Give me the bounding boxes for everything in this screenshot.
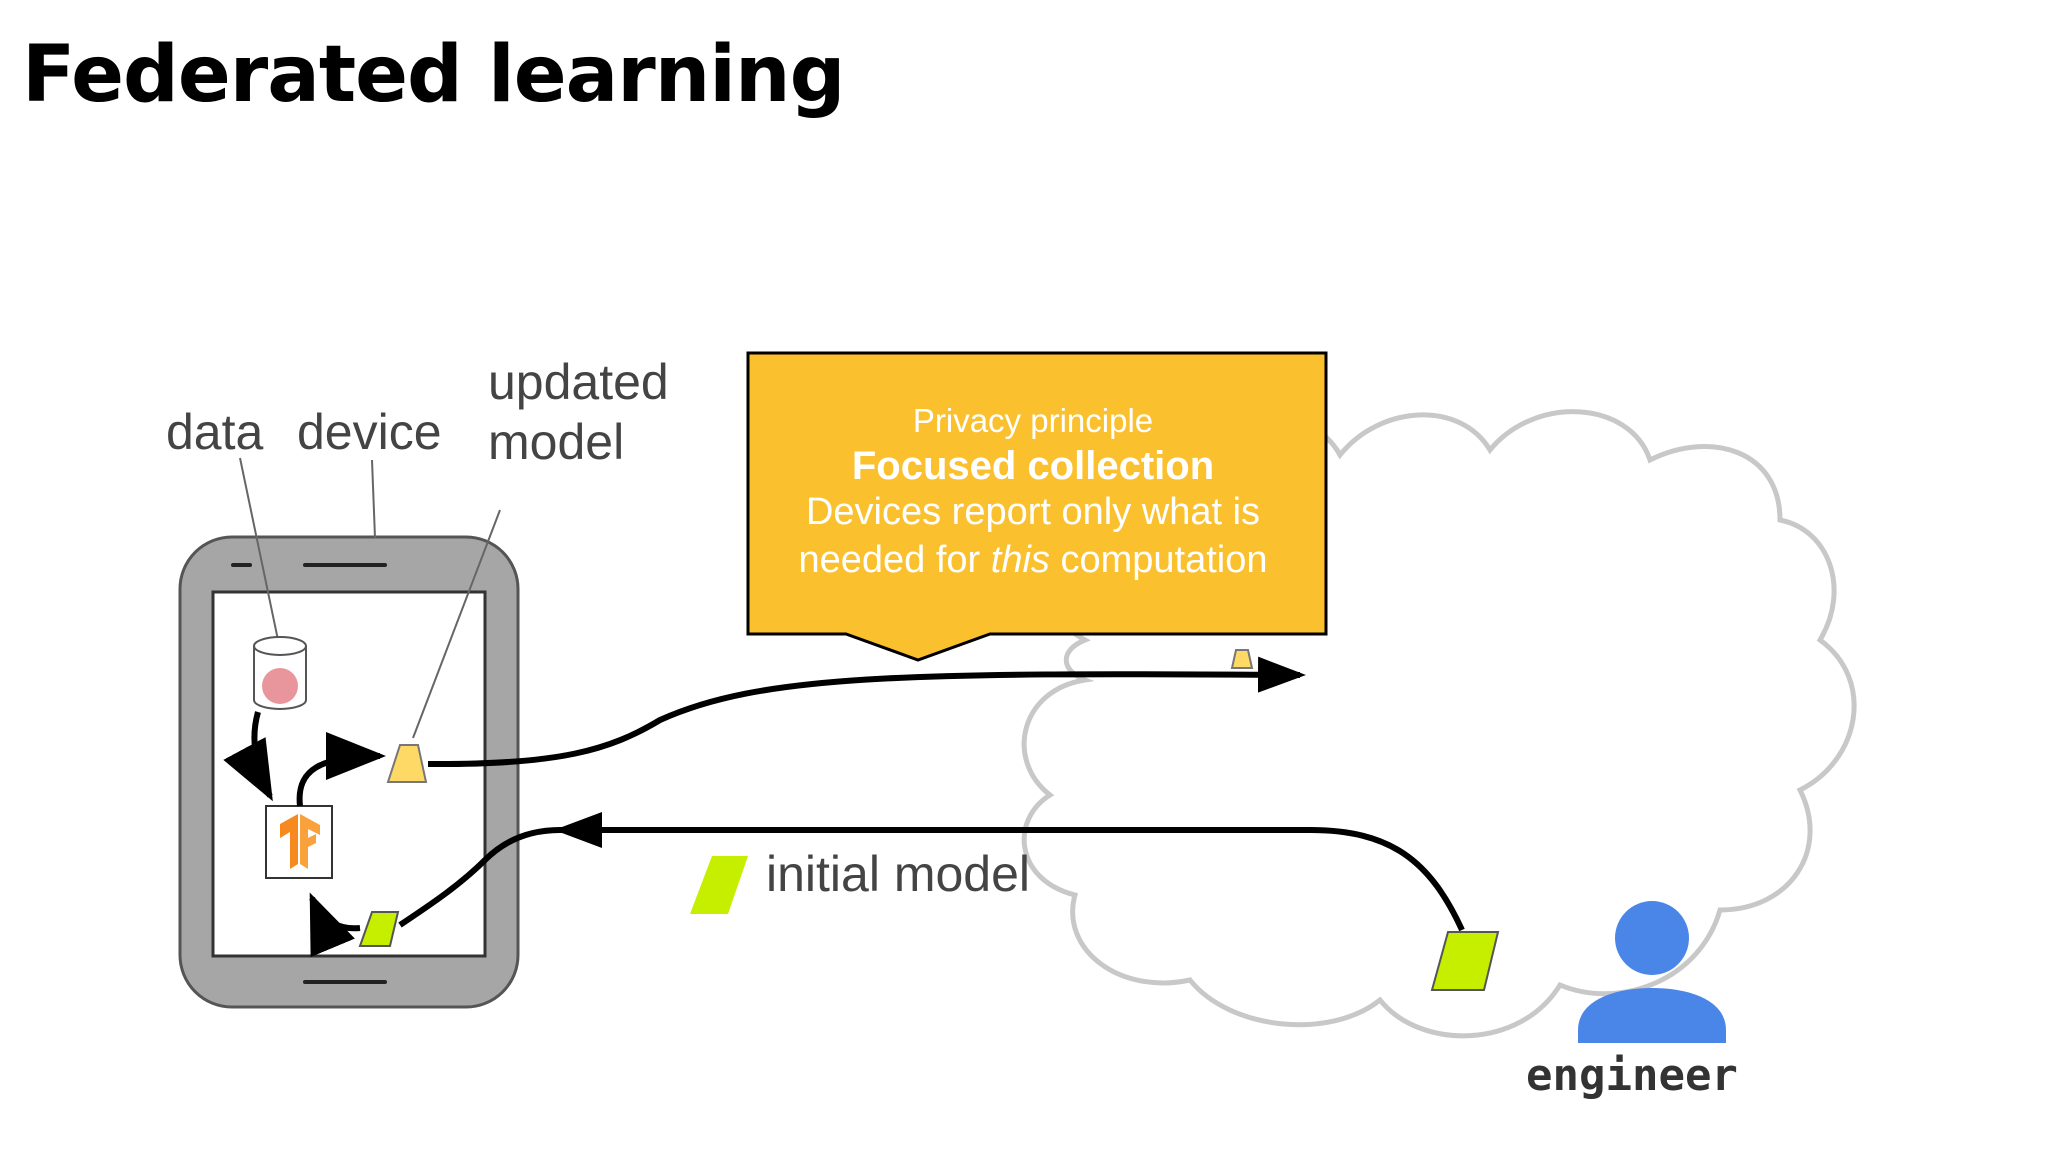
initial-model-on-device — [358, 911, 400, 947]
callout-heading: Focused collection — [851, 444, 1215, 488]
database-icon — [253, 636, 307, 710]
callout-text: Privacy principle Focused collection Dev… — [746, 352, 1320, 634]
data-leader-line — [239, 457, 279, 641]
initial-model-in-cloud — [1430, 931, 1500, 991]
arrow-initial-to-model — [309, 892, 361, 958]
arrow-data-to-model — [223, 711, 273, 802]
initial-model-legend-swatch — [690, 856, 748, 914]
arrow-model-to-update — [296, 732, 386, 807]
callout-body-emphasis: this — [990, 538, 1050, 581]
label-data: data — [166, 404, 264, 460]
callout-box — [746, 351, 1328, 662]
device-phone — [178, 535, 520, 1009]
user-icon — [1578, 901, 1726, 1043]
arrow-initial-model-to-device — [554, 812, 1465, 932]
arrow-update-to-cloud — [427, 656, 1306, 768]
callout-body-before: Devices report only what is needed for — [798, 491, 1261, 581]
updated-model-in-cloud — [1230, 649, 1254, 669]
label-initial-model: initial model — [766, 846, 1031, 902]
device-leader-line — [371, 459, 376, 539]
label-updated-model-line2: model — [488, 414, 625, 470]
label-device: device — [297, 404, 442, 460]
label-engineer: engineer — [1526, 1050, 1738, 1101]
arrow-initial-model-in-device — [398, 827, 561, 928]
updated-model-leader-line — [412, 509, 501, 739]
callout-body: Devices report only what is needed for t… — [746, 489, 1320, 584]
updated-model-on-device — [386, 744, 428, 783]
label-updated-model-line1: updated — [488, 354, 669, 410]
callout-kicker: Privacy principle — [912, 402, 1154, 439]
callout-body-after: computation — [1049, 538, 1268, 581]
slide-title: Federated learning — [22, 30, 845, 120]
label-updated-model: updated model — [488, 352, 669, 472]
tensorflow-logo-icon — [265, 805, 333, 879]
